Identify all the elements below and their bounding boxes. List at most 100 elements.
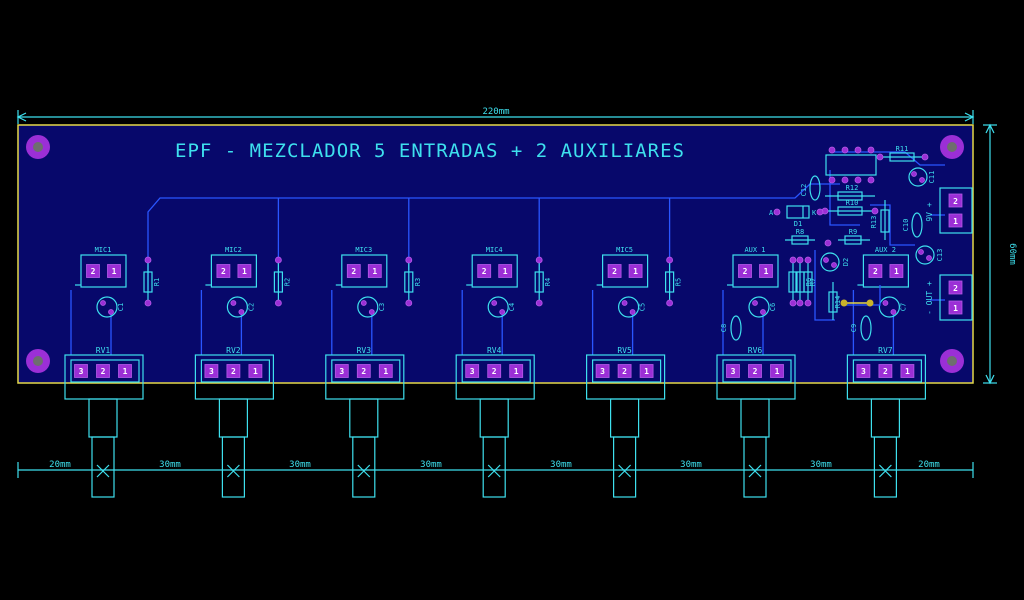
pot-pad-2 (617, 364, 632, 378)
width-dimension: 220mm (16, 107, 975, 124)
pot-pad-2 (96, 364, 110, 378)
input-connector (341, 254, 388, 288)
capacitor-label: C6 (769, 303, 777, 311)
resistor-label: R1 (153, 278, 161, 286)
input-connector (601, 254, 649, 288)
input-pad-1 (889, 264, 904, 278)
svg-text:1: 1 (953, 304, 958, 313)
potentiometer-shaft (221, 436, 245, 498)
spacing-label-5: 30mm (550, 460, 572, 470)
capacitor-label: C4 (508, 303, 516, 311)
r8-label: R8 (796, 228, 804, 236)
input-connector (732, 254, 779, 288)
resistor-label: R3 (414, 278, 422, 286)
c13-label: C13 (936, 249, 944, 262)
pot-pad-2-number: 2 (231, 367, 236, 376)
spacing-label-6: 30mm (680, 460, 702, 470)
potentiometer-shaft (873, 436, 898, 498)
resistor-label: R4 (544, 278, 552, 286)
summing-bus-trace (147, 183, 840, 290)
pot-label: RV1 (96, 346, 111, 355)
resistor (143, 271, 153, 293)
pot-pad-3-number: 3 (861, 367, 866, 376)
input-label: MIC1 (95, 246, 112, 254)
potentiometer-neck (88, 398, 118, 438)
resistor (273, 271, 283, 293)
input-pad-2-number: 2 (351, 267, 356, 276)
input-pad-1 (759, 264, 773, 278)
spacing-label-7: 30mm (810, 460, 832, 470)
input-pad-2 (86, 264, 100, 278)
capacitor (748, 296, 770, 318)
pot-pad-2-number: 2 (361, 367, 366, 376)
pot-pad-2 (748, 364, 762, 378)
r9-label: R9 (849, 228, 857, 236)
pot-pad-1 (509, 364, 524, 378)
input-pad-1 (498, 264, 513, 278)
c8-label: C8 (720, 324, 728, 332)
pot-pad-3 (204, 364, 219, 378)
resistor (534, 271, 544, 293)
capacitor-c10 (911, 212, 923, 238)
pot-pad-1 (639, 364, 654, 378)
pot-pad-3 (334, 364, 349, 378)
input-pad-1-number: 1 (372, 267, 377, 276)
pot-pad-2-number: 2 (622, 367, 627, 376)
output-label: - OUT + (925, 281, 934, 315)
pot-pad-1-number: 1 (123, 367, 128, 376)
pot-pad-2 (226, 364, 241, 378)
pot-pad-3 (74, 364, 88, 378)
input-pad-2 (216, 264, 231, 278)
r14-label: R14 (834, 296, 842, 309)
capacitor (226, 296, 248, 318)
pot-pad-1-number: 1 (383, 367, 388, 376)
r6-side-label: R7 (809, 278, 817, 286)
r13-label: R13 (870, 216, 878, 229)
pot-label: RV4 (487, 346, 502, 355)
r10-label: R10 (846, 199, 859, 207)
input-label: AUX 1 (744, 246, 765, 254)
potentiometer-shaft (482, 436, 506, 498)
resistor-label: R5 (675, 278, 683, 286)
potentiometer-neck (218, 398, 248, 438)
power-connector (939, 187, 973, 234)
height-label: 60mm (1007, 243, 1017, 265)
input-connector (862, 254, 910, 288)
input-connector (80, 254, 127, 288)
pot-label: RV6 (748, 346, 763, 355)
pot-pad-1-number: 1 (905, 367, 910, 376)
capacitor (96, 296, 118, 318)
input-pad-2-number: 2 (482, 267, 487, 276)
pot-pad-2 (878, 364, 893, 378)
capacitor-c12 (809, 175, 821, 201)
capacitor-c11 (908, 167, 928, 187)
capacitor (617, 296, 640, 318)
pot-pad-1 (378, 364, 393, 378)
board-title: EPF - MEZCLADOR 5 ENTRADAS + 2 AUXILIARE… (175, 140, 685, 162)
anode-label: A (769, 209, 774, 217)
output-connector (939, 274, 973, 321)
input-pad-2 (477, 264, 492, 278)
potentiometer-neck (870, 398, 901, 438)
width-label: 220mm (482, 107, 509, 117)
potentiometer-shaft (612, 436, 637, 498)
capacitor-label: C7 (899, 303, 907, 311)
capacitor-label: C1 (117, 303, 125, 311)
pot-pad-2-number: 2 (101, 367, 106, 376)
resistor-label: R6 (805, 278, 813, 286)
power-label: 9V + (925, 202, 934, 221)
potentiometer-neck (740, 398, 770, 438)
capacitor-label: C2 (247, 303, 255, 311)
input-pad-1-number: 1 (764, 267, 769, 276)
c11-label: C11 (928, 171, 936, 184)
input-pad-1-number: 1 (242, 267, 247, 276)
pot-pad-1-number: 1 (514, 367, 519, 376)
input-pad-2 (607, 264, 622, 278)
right-circuit: R11 R12 R10 A K D1 C12 R13 C10 C11 (720, 145, 973, 341)
resistor (404, 271, 414, 293)
potentiometer-neck (609, 398, 640, 438)
